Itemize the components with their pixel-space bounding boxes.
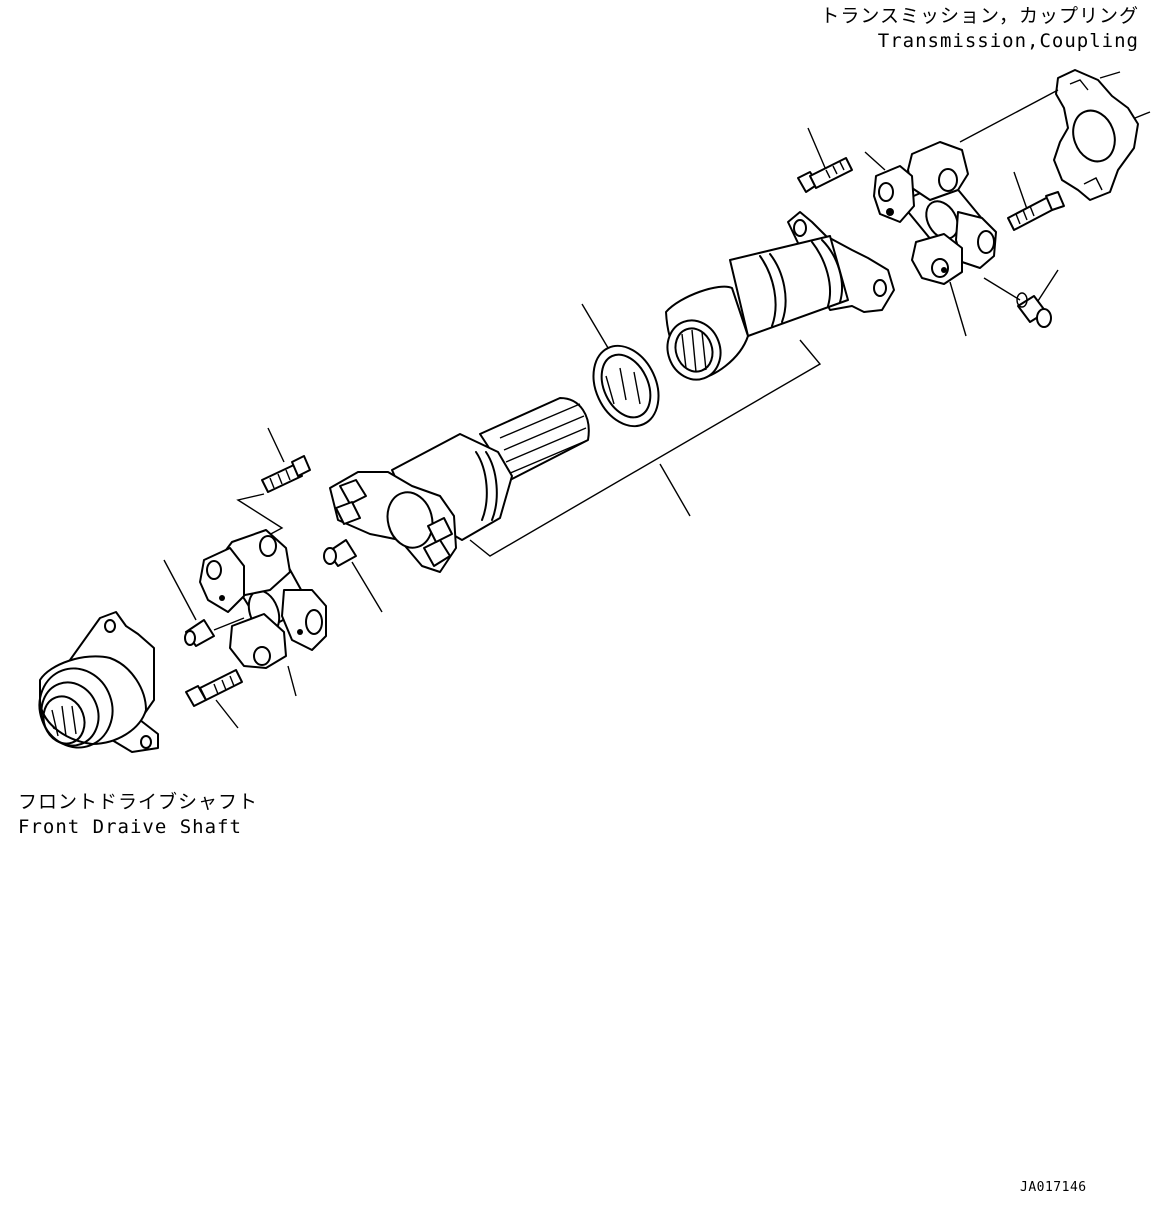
transmission-label-jp: トランスミッション，カップリング [820,5,1139,27]
universal-joint-cross-icon [199,529,327,697]
bolt-icon [185,669,243,729]
bolt-icon [261,427,311,493]
transmission-coupling-label: トランスミッション，カップリング Transmission,Coupling [820,4,1139,54]
bolt-icon [1007,191,1065,231]
slip-yoke-sleeve-icon [665,211,895,381]
front-drive-shaft-yoke-icon [38,611,159,753]
bolt-icon [797,157,853,193]
dust-seal-ring-icon [581,303,660,428]
front-drive-shaft-label: フロントドライブシャフト Front Draive Shaft [18,790,258,840]
grease-fitting-icon [323,539,383,613]
grease-fitting-icon [1016,292,1052,328]
grease-fitting-icon [163,559,245,647]
universal-joint-cross-icon [873,141,997,285]
front-label-en: Front Draive Shaft [18,816,242,838]
transmission-label-en: Transmission,Coupling [877,30,1139,52]
front-label-jp: フロントドライブシャフト [18,791,259,813]
leader-lines-upper [807,127,1059,337]
leader-lines-center [469,339,822,557]
drawing-code: JA017146 [1020,1180,1087,1195]
transmission-coupling-yoke-icon [1053,69,1151,201]
splined-shaft-yoke-icon [329,397,590,573]
